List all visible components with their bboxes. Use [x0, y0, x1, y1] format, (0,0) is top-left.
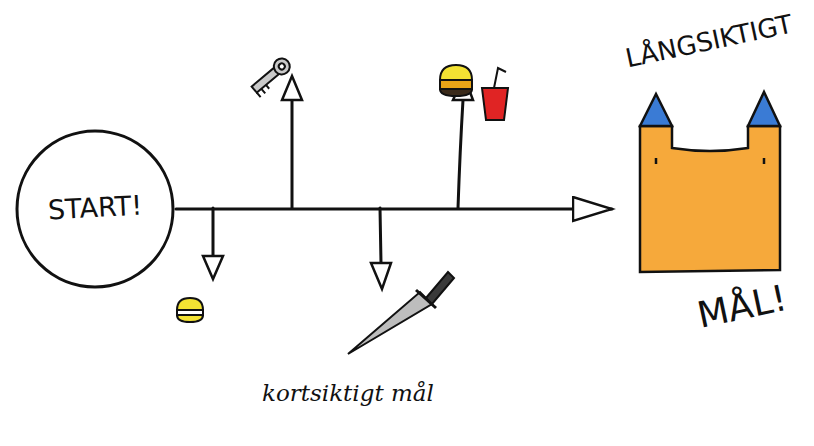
branch-head — [203, 256, 223, 279]
key-icon — [249, 55, 294, 97]
knife-handle — [426, 272, 454, 304]
castle-wall — [640, 126, 780, 272]
branch-line — [458, 100, 463, 208]
timeline-arrow — [176, 208, 612, 211]
branch-head — [282, 76, 302, 100]
branch-arrows — [203, 76, 473, 289]
drink-cup — [482, 88, 508, 120]
castle-roof — [640, 94, 672, 126]
burger-icon — [177, 298, 203, 322]
branch-head — [371, 263, 391, 289]
burger-bun — [177, 298, 203, 310]
key-hole — [278, 62, 286, 70]
burger-bun — [177, 315, 203, 322]
note-label: kortsiktigt mål — [262, 380, 434, 406]
burger-patty — [440, 80, 472, 89]
node-text: MÅL! — [679, 274, 805, 339]
branch-line — [380, 208, 381, 263]
burger-bun — [440, 89, 472, 96]
key-bow — [271, 55, 294, 78]
branch-line — [212, 208, 215, 256]
branch-line — [291, 100, 294, 208]
key-teeth — [257, 85, 270, 97]
burger-bun — [440, 65, 472, 80]
castle-window — [656, 158, 764, 164]
knife-blade — [348, 292, 432, 354]
castle-roof — [748, 92, 780, 126]
castle-shape — [640, 92, 780, 272]
drink-icon — [482, 68, 508, 120]
node-text: LÅNGSIKTIGT — [603, 4, 814, 77]
knife-icon — [348, 272, 454, 354]
start-node: START! — [14, 128, 176, 290]
goal-node: LÅNGSIKTIGTMÅL! — [612, 8, 812, 353]
drink-straw — [494, 68, 506, 88]
burger-icon — [440, 65, 472, 96]
